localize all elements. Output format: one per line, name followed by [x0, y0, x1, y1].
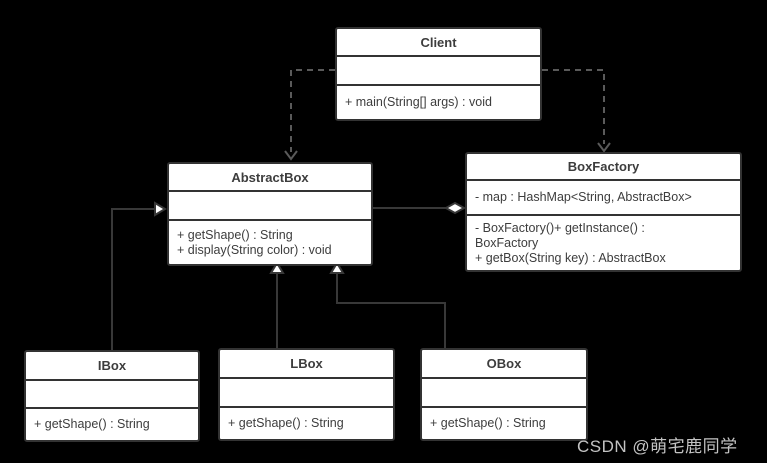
hollow-triangle-icon — [269, 261, 285, 274]
class-attributes — [337, 55, 540, 84]
method-line: + getShape() : String — [430, 416, 546, 430]
class-methods: + getShape() : String+ display(String co… — [169, 219, 371, 264]
class-title: Client — [420, 34, 457, 50]
open-arrowhead-icon — [284, 150, 298, 161]
method-line: + getShape() : String — [177, 227, 293, 242]
class-boxfactory: BoxFactory - map : HashMap<String, Abstra… — [465, 152, 742, 272]
class-attributes — [422, 377, 586, 406]
method-line: + main(String[] args) : void — [345, 95, 492, 109]
generalization-lbox-to-abstractbox — [269, 261, 285, 348]
class-title: BoxFactory — [567, 159, 640, 174]
class-attributes: - map : HashMap<String, AbstractBox> — [467, 179, 740, 214]
class-lbox: LBox + getShape() : String — [218, 348, 395, 441]
class-methods: - BoxFactory()+ getInstance() :BoxFactor… — [467, 214, 740, 270]
class-client: Client + main(String[] args) : void — [335, 27, 542, 121]
dependency-client-to-abstractbox — [284, 69, 335, 161]
csdn-watermark: CSDN @萌宅鹿同学 — [577, 437, 738, 456]
attribute-line: - map : HashMap<String, AbstractBox> — [475, 190, 692, 204]
class-methods: + getShape() : String — [26, 407, 198, 440]
class-abstractbox: AbstractBox + getShape() : String+ displa… — [167, 162, 373, 266]
method-line: + getShape() : String — [228, 416, 344, 430]
aggregation-abstractbox-in-boxfactory — [373, 201, 467, 215]
class-ibox: IBox + getShape() : String — [24, 350, 200, 442]
dependency-client-to-boxfactory — [542, 69, 611, 153]
class-obox: OBox + getShape() : String — [420, 348, 588, 441]
class-methods: + main(String[] args) : void — [337, 84, 540, 119]
method-line: + getBox(String key) : AbstractBox — [475, 250, 666, 265]
class-title: LBox — [290, 356, 323, 371]
class-title: OBox — [486, 356, 522, 371]
class-title: AbstractBox — [231, 169, 309, 185]
class-title: IBox — [97, 358, 127, 373]
class-methods: + getShape() : String — [220, 406, 393, 439]
class-methods: + getShape() : String — [422, 406, 586, 439]
hollow-diamond-icon — [443, 201, 467, 215]
hollow-triangle-icon — [329, 261, 345, 274]
class-attributes — [220, 377, 393, 406]
hollow-triangle-icon — [154, 201, 167, 217]
class-attributes — [169, 190, 371, 219]
method-line: + getShape() : String — [34, 417, 150, 431]
class-attributes — [26, 379, 198, 407]
generalization-ibox-to-abstractbox — [111, 201, 167, 350]
method-line: BoxFactory — [475, 235, 539, 250]
generalization-obox-to-abstractbox — [329, 261, 446, 348]
open-arrowhead-icon — [597, 142, 611, 153]
method-line: - BoxFactory()+ getInstance() : — [475, 220, 645, 235]
method-line: + display(String color) : void — [177, 242, 332, 257]
